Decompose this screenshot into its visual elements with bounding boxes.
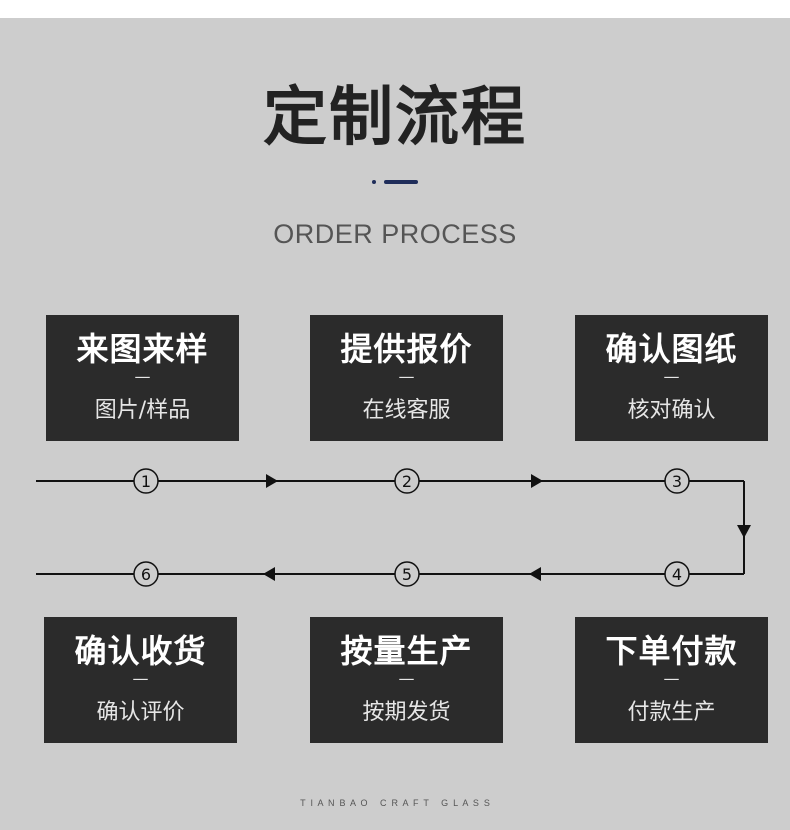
- step-dash-4: —: [663, 669, 680, 688]
- step-number-3: 3: [672, 472, 682, 491]
- step-marker-2: 2: [394, 468, 420, 494]
- step-box-5: 按量生产 — 按期发货: [310, 617, 503, 743]
- step-box-4: 下单付款 — 付款生产: [575, 617, 768, 743]
- arrow-left-icon: [263, 567, 275, 581]
- step-number-4: 4: [672, 565, 682, 584]
- step-title-1: 来图来样: [76, 330, 209, 368]
- step-box-3: 确认图纸 — 核对确认: [575, 315, 768, 441]
- step-dash-2: —: [398, 367, 415, 386]
- step-title-2: 提供报价: [340, 330, 473, 368]
- step-marker-5: 5: [394, 561, 420, 587]
- flow-diagram: 1 2 3 4 5 6: [36, 468, 751, 587]
- step-dash-6: —: [132, 669, 149, 688]
- step-title-4: 下单付款: [605, 632, 738, 670]
- step-sub-6: 确认评价: [96, 700, 185, 725]
- process-page: 定制流程 ORDER PROCESS 来图来样 — 图片/样品 提供报价 — 在…: [0, 18, 790, 830]
- step-marker-1: 1: [133, 468, 159, 494]
- step-dash-1: —: [134, 367, 151, 386]
- step-dash-5: —: [398, 669, 415, 688]
- arrow-right-icon: [531, 474, 543, 488]
- step-title-5: 按量生产: [340, 632, 473, 670]
- step-title-6: 确认收货: [74, 632, 207, 670]
- page-title: 定制流程: [263, 81, 527, 155]
- step-box-2: 提供报价 — 在线客服: [310, 315, 503, 441]
- title-divider-dot: [372, 180, 376, 184]
- page-subtitle: ORDER PROCESS: [273, 219, 517, 249]
- arrow-right-icon: [266, 474, 278, 488]
- step-marker-3: 3: [664, 468, 690, 494]
- step-number-2: 2: [402, 472, 412, 491]
- step-title-3: 确认图纸: [605, 330, 738, 368]
- step-sub-4: 付款生产: [627, 700, 716, 725]
- step-sub-1: 图片/样品: [94, 398, 191, 423]
- step-dash-3: —: [663, 367, 680, 386]
- arrow-left-icon: [529, 567, 541, 581]
- step-sub-2: 在线客服: [362, 398, 451, 423]
- step-box-6: 确认收货 — 确认评价: [44, 617, 237, 743]
- step-sub-3: 核对确认: [627, 398, 716, 423]
- brand-footer: T I A N B A O C R A F T G L A S S: [300, 798, 490, 808]
- step-marker-4: 4: [664, 561, 690, 587]
- step-box-1: 来图来样 — 图片/样品: [46, 315, 239, 441]
- arrow-down-icon: [737, 525, 751, 538]
- title-divider-bar: [384, 180, 418, 184]
- step-number-1: 1: [141, 472, 151, 491]
- step-number-5: 5: [402, 565, 412, 584]
- step-number-6: 6: [141, 565, 151, 584]
- step-marker-6: 6: [133, 561, 159, 587]
- step-sub-5: 按期发货: [362, 700, 451, 725]
